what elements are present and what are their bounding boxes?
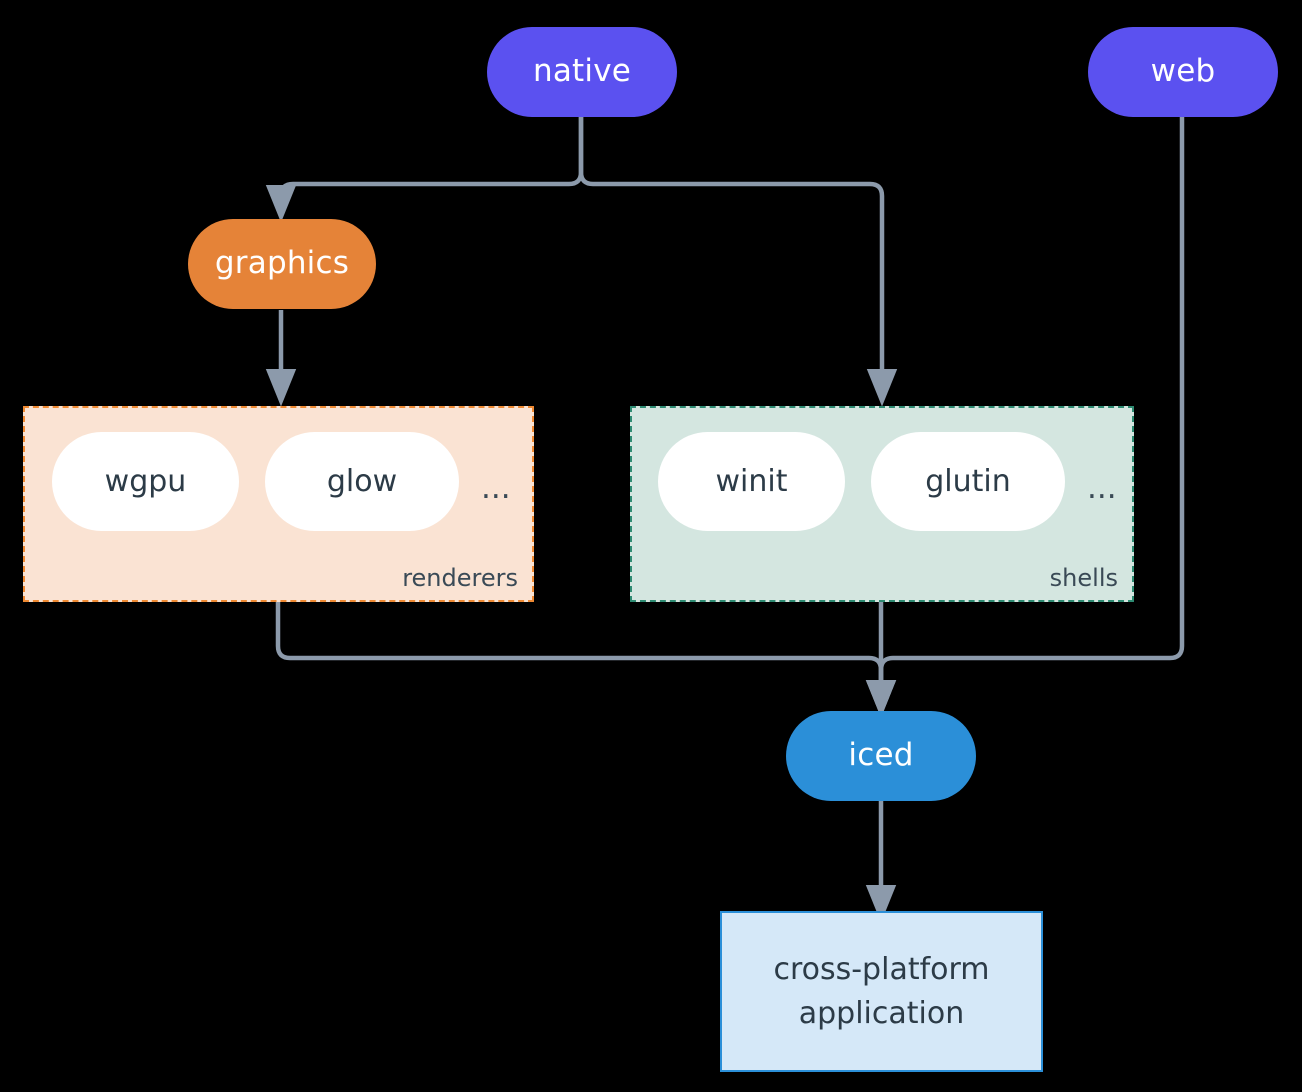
chip-glow[interactable]: glow (265, 432, 459, 531)
chip-glutin-label: glutin (925, 464, 1011, 499)
edge-native-to-shells (578, 116, 898, 407)
chip-winit[interactable]: winit (658, 432, 845, 531)
chip-winit-label: winit (715, 464, 788, 499)
node-native-label: native (532, 53, 632, 90)
node-web[interactable]: web (1088, 27, 1278, 117)
node-graphics[interactable]: graphics (188, 219, 376, 309)
node-application-line1: cross-platform (773, 952, 990, 987)
edge-web-to-iced (865, 116, 1185, 718)
cluster-renderers-label: renderers (402, 564, 518, 592)
edge-native-to-graphics (265, 116, 584, 223)
cluster-shells-label: shells (1049, 564, 1118, 592)
chip-glutin[interactable]: glutin (871, 432, 1065, 531)
node-iced[interactable]: iced (786, 711, 976, 801)
node-web-label: web (1150, 53, 1216, 90)
node-application-line2: application (798, 995, 965, 1031)
node-native[interactable]: native (487, 27, 677, 117)
cluster-renderers: wgpu glow ... renderers (23, 406, 534, 602)
shells-more-ellipsis: ... (1087, 470, 1117, 506)
node-graphics-label: graphics (214, 245, 350, 282)
renderers-more-ellipsis: ... (481, 470, 511, 506)
node-iced-label: iced (848, 737, 914, 774)
edge-renderers-to-iced (275, 601, 897, 718)
chip-wgpu-label: wgpu (104, 464, 187, 499)
node-application-text: cross-platform application (773, 948, 989, 1035)
cluster-shells: winit glutin ... shells (630, 406, 1134, 602)
chip-wgpu[interactable]: wgpu (52, 432, 239, 531)
chip-glow-label: glow (326, 464, 398, 499)
node-application[interactable]: cross-platform application (720, 911, 1043, 1072)
